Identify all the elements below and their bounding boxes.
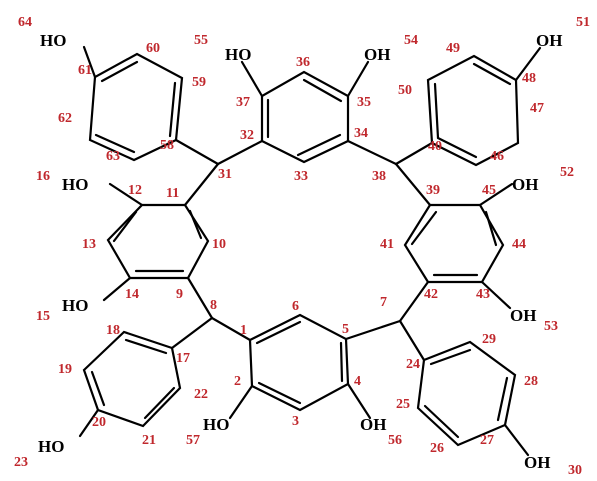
atom-number-34: 34 [354, 126, 368, 141]
atom-number-38: 38 [372, 169, 386, 184]
atom-number-55: 55 [194, 33, 208, 48]
atom-number-19: 19 [58, 362, 72, 377]
atom-number-17: 17 [176, 351, 190, 366]
atom-number-5: 5 [342, 322, 349, 337]
atom-number-33: 33 [294, 169, 308, 184]
atom-number-31: 31 [218, 167, 232, 182]
atom-number-6: 6 [292, 299, 299, 314]
atom-number-1: 1 [240, 323, 247, 338]
atom-number-21: 21 [142, 433, 156, 448]
functional-groups: HO HO OH OH HO HO OH OH HO HO OH OH [38, 31, 562, 472]
atom-number-42: 42 [424, 287, 438, 302]
hydroxyl-16: HO [62, 175, 88, 194]
atom-number-9: 9 [176, 287, 183, 302]
atom-number-8: 8 [210, 298, 217, 313]
atom-number-7: 7 [380, 295, 387, 310]
atom-number-2: 2 [234, 374, 241, 389]
atom-number-37: 37 [236, 95, 250, 110]
atom-number-29: 29 [482, 332, 496, 347]
atom-number-59: 59 [192, 75, 206, 90]
atom-number-36: 36 [296, 55, 310, 70]
atom-number-3: 3 [292, 414, 299, 429]
atom-number-56: 56 [388, 433, 402, 448]
hydroxyl-15: HO [62, 296, 88, 315]
hydroxyl-55: HO [225, 45, 251, 64]
atom-number-45: 45 [482, 183, 496, 198]
bond-layer [78, 45, 542, 457]
atom-number-20: 20 [92, 415, 106, 430]
atom-number-40: 40 [428, 139, 442, 154]
hydroxyl-53: OH [510, 306, 536, 325]
atom-number-18: 18 [106, 323, 120, 338]
hydroxyl-30: OH [524, 453, 550, 472]
atom-number-50: 50 [398, 83, 412, 98]
atom-number-62: 62 [58, 111, 72, 126]
atom-number-28: 28 [524, 374, 538, 389]
atom-number-22: 22 [194, 387, 208, 402]
atom-number-54: 54 [404, 33, 418, 48]
hydroxyl-52: OH [512, 175, 538, 194]
atom-number-12: 12 [128, 183, 142, 198]
atom-number-60: 60 [146, 41, 160, 56]
atom-number-51: 51 [576, 15, 590, 30]
atom-number-48: 48 [522, 71, 536, 86]
hydroxyl-51: OH [536, 31, 562, 50]
atom-number-14: 14 [125, 287, 139, 302]
hydroxyl-64: HO [40, 31, 66, 50]
atom-number-47: 47 [530, 101, 544, 116]
atom-number-32: 32 [240, 128, 254, 143]
atom-number-41: 41 [380, 237, 394, 252]
atom-number-57: 57 [186, 433, 200, 448]
atom-number-39: 39 [426, 183, 440, 198]
atom-number-43: 43 [476, 287, 490, 302]
atom-number-25: 25 [396, 397, 410, 412]
hydroxyl-56: OH [360, 415, 386, 434]
atom-number-24: 24 [406, 357, 420, 372]
atom-number-11: 11 [166, 186, 179, 201]
atom-number-46: 46 [490, 149, 504, 164]
atom-number-15: 15 [36, 309, 50, 324]
atom-number-4: 4 [354, 374, 361, 389]
atom-number-63: 63 [106, 149, 120, 164]
atom-number-10: 10 [212, 237, 226, 252]
atom-number-52: 52 [560, 165, 574, 180]
hydroxyl-54: OH [364, 45, 390, 64]
atom-number-26: 26 [430, 441, 444, 456]
hydroxyl-57: HO [203, 415, 229, 434]
atom-number-30: 30 [568, 463, 582, 478]
atom-number-58: 58 [160, 138, 174, 153]
atom-numbers: 1 2 3 4 5 6 7 8 9 10 11 12 13 14 15 16 1… [14, 15, 590, 478]
atom-number-49: 49 [446, 41, 460, 56]
atom-number-53: 53 [544, 319, 558, 334]
atom-number-44: 44 [512, 237, 526, 252]
atom-number-61: 61 [78, 63, 92, 78]
hydroxyl-23: HO [38, 437, 64, 456]
atom-number-35: 35 [357, 95, 371, 110]
atom-number-16: 16 [36, 169, 50, 184]
atom-number-64: 64 [18, 15, 32, 30]
atom-number-27: 27 [480, 433, 494, 448]
atom-number-23: 23 [14, 455, 28, 470]
atom-number-13: 13 [82, 237, 96, 252]
